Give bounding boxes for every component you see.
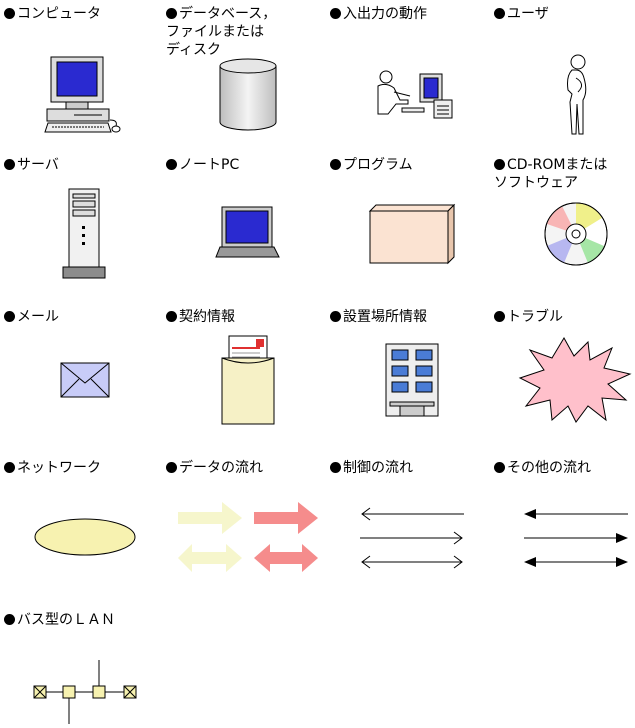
label-network: ネットワーク — [4, 459, 101, 477]
label-user: ユーザ — [494, 5, 549, 23]
bullet-icon — [4, 311, 15, 322]
bullet-icon — [4, 462, 15, 473]
server-icon — [62, 188, 106, 279]
label-mail: メール — [4, 308, 59, 326]
bullet-icon — [494, 8, 505, 19]
contract-info-icon — [221, 335, 275, 425]
label-notebook-pc: ノートPC — [166, 156, 239, 174]
bullet-icon — [330, 462, 341, 473]
cdrom-icon — [544, 202, 608, 266]
control-flow-arrows-icon — [360, 507, 464, 569]
notebook-pc-icon — [215, 206, 280, 258]
label-cdrom: CD-ROMまたは ソフトウェア — [494, 157, 608, 191]
bullet-icon — [330, 8, 341, 19]
label-server: サーバ — [4, 156, 59, 174]
bullet-icon — [330, 159, 341, 170]
bullet-icon — [166, 462, 177, 473]
other-flow-arrows-icon — [524, 509, 628, 567]
bullet-icon — [494, 159, 505, 170]
mail-icon — [60, 362, 110, 398]
label-control-flow: 制御の流れ — [330, 459, 413, 477]
bullet-icon — [494, 462, 505, 473]
bullet-icon — [166, 311, 177, 322]
bullet-icon — [494, 311, 505, 322]
label-trouble: トラブル — [494, 308, 563, 326]
bullet-icon — [166, 8, 177, 19]
network-icon — [34, 518, 136, 556]
bus-lan-icon — [33, 660, 137, 724]
label-contract-info: 契約情報 — [166, 308, 235, 326]
database-icon — [219, 58, 277, 131]
label-other-flow: その他の流れ — [494, 459, 591, 477]
bullet-icon — [4, 8, 15, 19]
building-icon — [385, 343, 439, 417]
label-database: データベース， ファイルまたは ディスク — [166, 6, 277, 58]
trouble-burst-icon — [518, 337, 632, 423]
data-flow-arrows-icon — [178, 502, 318, 572]
bullet-icon — [166, 159, 177, 170]
program-icon — [368, 203, 456, 265]
label-data-flow: データの流れ — [166, 459, 263, 477]
io-operation-icon — [377, 70, 453, 119]
user-icon — [567, 54, 587, 135]
bullet-icon — [4, 614, 15, 625]
label-computer: コンピュータ — [4, 5, 101, 23]
label-site-info: 設置場所情報 — [330, 308, 427, 326]
label-program: プログラム — [330, 156, 413, 174]
label-io-operation: 入出力の動作 — [330, 5, 427, 23]
bullet-icon — [4, 159, 15, 170]
computer-icon — [44, 56, 121, 133]
label-bus-lan: バス型のＬＡＮ — [4, 611, 115, 629]
bullet-icon — [330, 311, 341, 322]
